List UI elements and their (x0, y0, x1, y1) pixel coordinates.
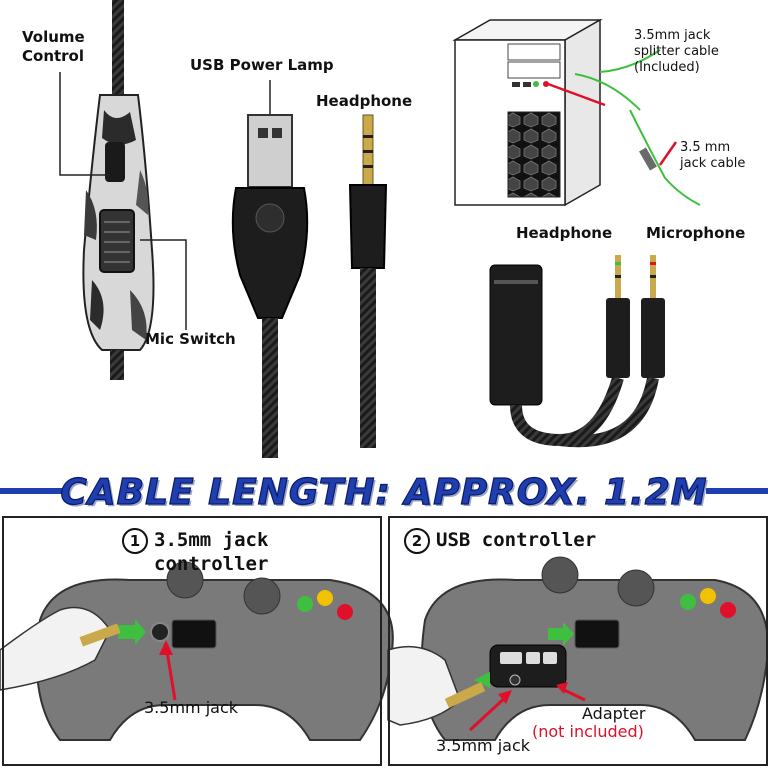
splitter-illustration (489, 255, 665, 448)
panel-2-number: 2 (404, 528, 430, 554)
panel-usb-controller: 2 USB controller 3.5mm jack Adapter (not… (388, 516, 768, 766)
splitter-cable-line3: (Included) (634, 60, 700, 75)
panel-1-jack-callout: 3.5mm jack (144, 698, 239, 717)
splitter-cable-label: 3.5mm jack splitter cable (Included) (634, 28, 719, 76)
jack-cable-line1: 3.5 mm (680, 140, 731, 155)
inline-remote (82, 0, 155, 380)
splitter-cable-line2: splitter cable (634, 44, 719, 59)
panel-2-title: USB controller (436, 529, 597, 551)
volume-control-line1: Volume (22, 28, 85, 46)
headphone-plug-label: Headphone (316, 92, 413, 110)
panel-1-title: 3.5mm jack controller (154, 529, 269, 575)
adapter-callout: Adapter (582, 704, 646, 723)
usb-power-lamp-label: USB Power Lamp (190, 56, 334, 74)
audio-plug-illustration (348, 114, 388, 448)
panel-2-jack-callout: 3.5mm jack (436, 736, 531, 755)
splitter-cable-line1: 3.5mm jack (634, 28, 711, 43)
adapter-note: (not included) (532, 722, 644, 741)
controller-2-illustration (387, 556, 768, 741)
usb-plug-illustration (231, 114, 309, 458)
jack-cable-label: 3.5 mm jack cable (680, 140, 745, 172)
pc-tower-illustration (452, 18, 701, 207)
mic-switch-label: Mic Switch (145, 330, 236, 348)
splitter-microphone-label: Microphone (646, 224, 746, 242)
splitter-headphone-label: Headphone (516, 224, 613, 242)
volume-control-label: Volume Control (22, 28, 85, 66)
jack-cable-line2: jack cable (680, 156, 746, 171)
volume-control-line2: Control (22, 47, 85, 65)
controller-1-illustration (0, 561, 394, 741)
panel-jack-controller: 1 3.5mm jack controller 3.5mm jack (2, 516, 382, 766)
cable-length-banner: CABLE LENGTH: APPROX. 1.2M (60, 471, 708, 513)
panel-1-number: 1 (122, 528, 148, 554)
